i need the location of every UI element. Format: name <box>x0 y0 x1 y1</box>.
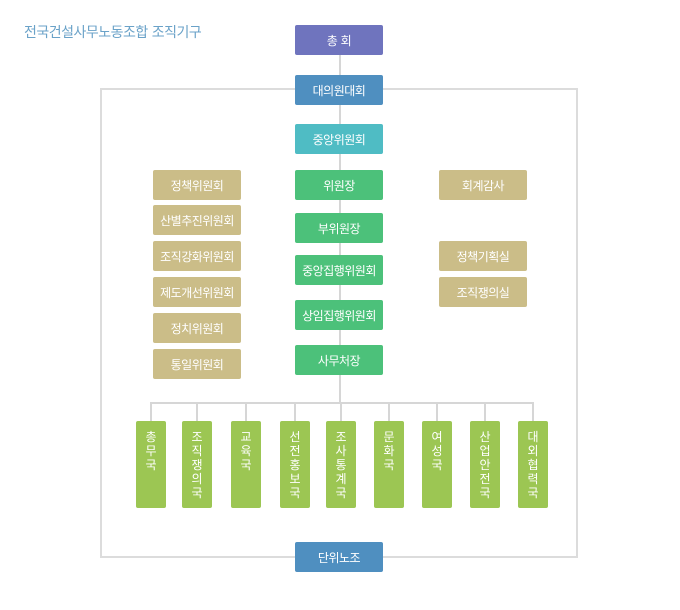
department-box-1: 총무국 <box>136 421 166 508</box>
department-box-5: 조사통계국 <box>326 421 356 508</box>
connector-dept-drop-6 <box>388 402 390 422</box>
department-label: 총무국 <box>145 430 157 472</box>
department-label: 산업안전국 <box>479 430 491 500</box>
general-assembly-box: 총 회 <box>295 25 383 55</box>
central-committee-box: 중앙위원회 <box>295 124 383 154</box>
connector-dept-drop-9 <box>532 402 534 422</box>
connector-dept-drop-8 <box>484 402 486 422</box>
left-committee-1: 정책위원회 <box>153 170 241 200</box>
org-consult-box: 조직쟁의실 <box>439 277 527 307</box>
vice-chairman-box: 부위원장 <box>295 213 383 243</box>
left-committee-2: 산별추진위원회 <box>153 205 241 235</box>
department-box-9: 대외협력국 <box>518 421 548 508</box>
department-box-2: 조직쟁의국 <box>182 421 212 508</box>
department-label: 여성국 <box>431 430 443 472</box>
department-label: 교육국 <box>240 430 252 472</box>
connector-dept-bar <box>150 402 534 404</box>
department-box-3: 교육국 <box>231 421 261 508</box>
department-label: 문화국 <box>383 430 395 472</box>
policy-planning-box: 정책기획실 <box>439 241 527 271</box>
department-box-7: 여성국 <box>422 421 452 508</box>
connector-dept-drop-7 <box>436 402 438 422</box>
secretary-general-box: 사무처장 <box>295 345 383 375</box>
local-unions-box: 단위노조 <box>295 542 383 572</box>
department-label: 조직쟁의국 <box>191 430 203 500</box>
connector-dept-drop-1 <box>150 402 152 422</box>
page-title: 전국건설사무노동조합 조직기구 <box>24 25 202 41</box>
department-label: 선전홍보국 <box>289 430 301 500</box>
connector-dept-drop-3 <box>245 402 247 422</box>
audit-box: 회계감사 <box>439 170 527 200</box>
connector-dept-drop-2 <box>196 402 198 422</box>
chairman-box: 위원장 <box>295 170 383 200</box>
department-label: 대외협력국 <box>527 430 539 500</box>
standing-exec-committee-box: 상임집행위원회 <box>295 300 383 330</box>
central-exec-committee-box: 중앙집행위원회 <box>295 255 383 285</box>
left-committee-3: 조직강화위원회 <box>153 241 241 271</box>
department-box-4: 선전홍보국 <box>280 421 310 508</box>
left-committee-5: 정치위원회 <box>153 313 241 343</box>
department-box-8: 산업안전국 <box>470 421 500 508</box>
connector-dept-drop-4 <box>294 402 296 422</box>
delegates-assembly-box: 대의원대회 <box>295 75 383 105</box>
left-committee-6: 통일위원회 <box>153 349 241 379</box>
department-box-6: 문화국 <box>374 421 404 508</box>
connector-dept-drop-5 <box>340 402 342 422</box>
left-committee-4: 제도개선위원회 <box>153 277 241 307</box>
department-label: 조사통계국 <box>335 430 347 500</box>
